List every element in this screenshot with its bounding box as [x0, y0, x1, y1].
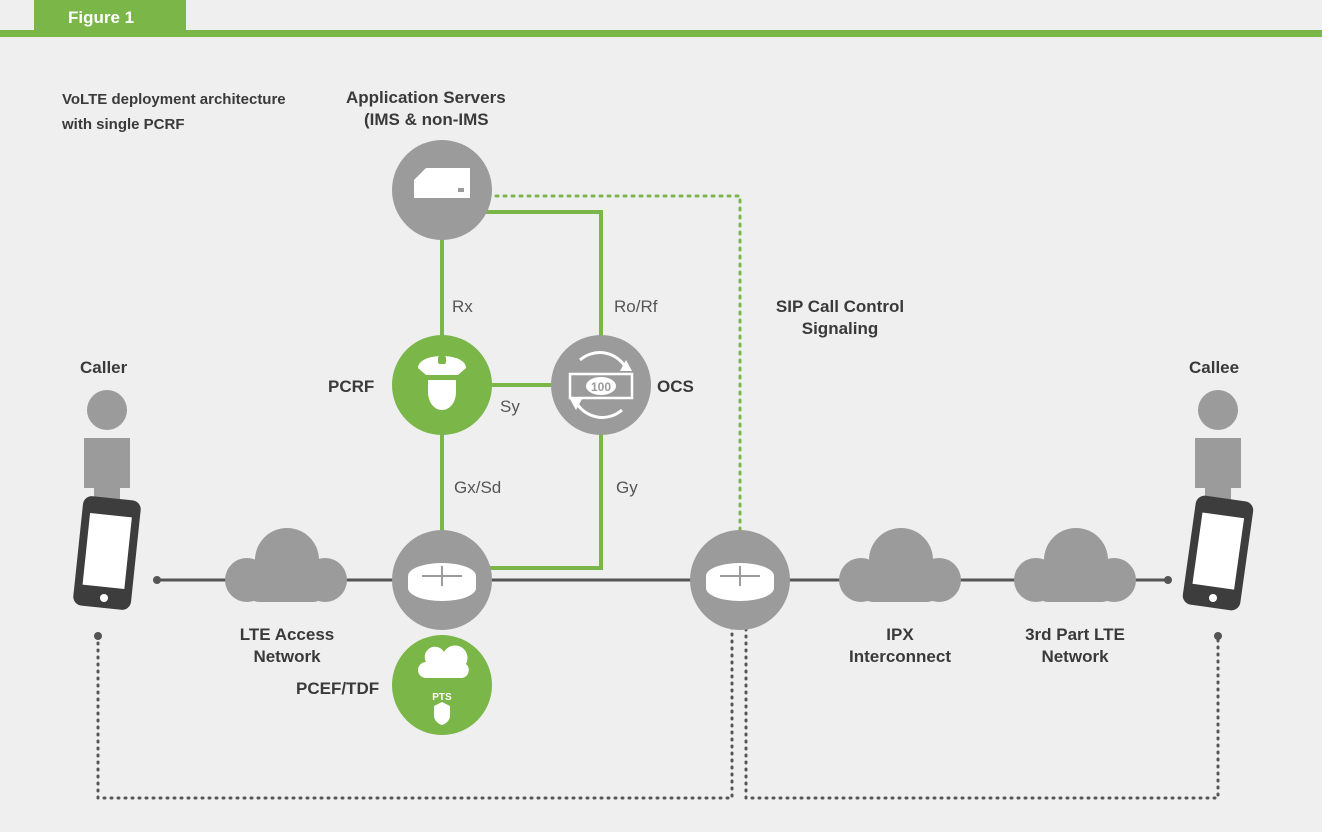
caller-label: Caller — [80, 358, 128, 377]
police-officer-icon — [392, 335, 492, 435]
cloud-network-badge-icon: PTS — [392, 635, 492, 735]
lte-access-line-1: LTE Access — [239, 625, 335, 644]
lte-access-label: LTE Access Network — [217, 624, 357, 668]
ipx-line-2: Interconnect — [848, 647, 952, 666]
lte-access-cloud — [225, 528, 347, 602]
endpoint-dots — [94, 632, 1222, 640]
gx-sd-label: Gx/Sd — [454, 478, 502, 497]
ipx-cloud — [839, 528, 961, 602]
sip-signaling-label: SIP Call Control Signaling — [755, 296, 925, 340]
callee-label: Callee — [1189, 358, 1240, 377]
lte-access-line-2: Network — [253, 647, 321, 666]
caption-line-2: with single PCRF — [62, 116, 185, 133]
rx-label: Rx — [452, 297, 473, 316]
figure-top-bar — [0, 30, 1322, 37]
caller-phone-icon — [73, 496, 141, 610]
money-exchange-icon: 100 — [551, 335, 651, 435]
sip-signaling-line-1: SIP Call Control — [775, 297, 905, 316]
third-party-label: 3rd Part LTE Network — [1005, 624, 1145, 668]
pcef-label: PCEF/TDF — [296, 679, 380, 698]
server-icon — [392, 140, 492, 240]
third-party-cloud — [1014, 528, 1136, 602]
pcef-badge-text: PTS — [432, 692, 452, 703]
figure-caption: VoLTE deployment architecture with singl… — [62, 87, 286, 137]
app-servers-label: Application Servers (IMS & non-IMS — [346, 87, 536, 131]
sip-signaling-line-2: Signaling — [801, 319, 879, 338]
app-servers-line-2: (IMS & non-IMS — [364, 110, 489, 129]
ipx-line-1: IPX — [886, 625, 914, 644]
callee-phone-icon — [1182, 495, 1254, 611]
app-servers-line-1: Application Servers — [346, 88, 506, 107]
figure-tab: Figure 1 — [34, 0, 186, 36]
third-party-line-2: Network — [1041, 647, 1109, 666]
router-icon — [690, 530, 790, 630]
ipx-label: IPX Interconnect — [835, 624, 965, 668]
pcrf-label: PCRF — [328, 377, 375, 396]
sy-label: Sy — [500, 397, 520, 416]
third-party-line-1: 3rd Part LTE — [1025, 625, 1125, 644]
ocs-label: OCS — [657, 377, 694, 396]
ocs-badge-text: 100 — [591, 380, 611, 394]
ro-rf-label: Ro/Rf — [614, 297, 658, 316]
router-icon — [392, 530, 492, 630]
gy-label: Gy — [616, 478, 638, 497]
bearer-path-dotted — [96, 578, 1220, 800]
caption-line-1: VoLTE deployment architecture — [62, 91, 286, 108]
